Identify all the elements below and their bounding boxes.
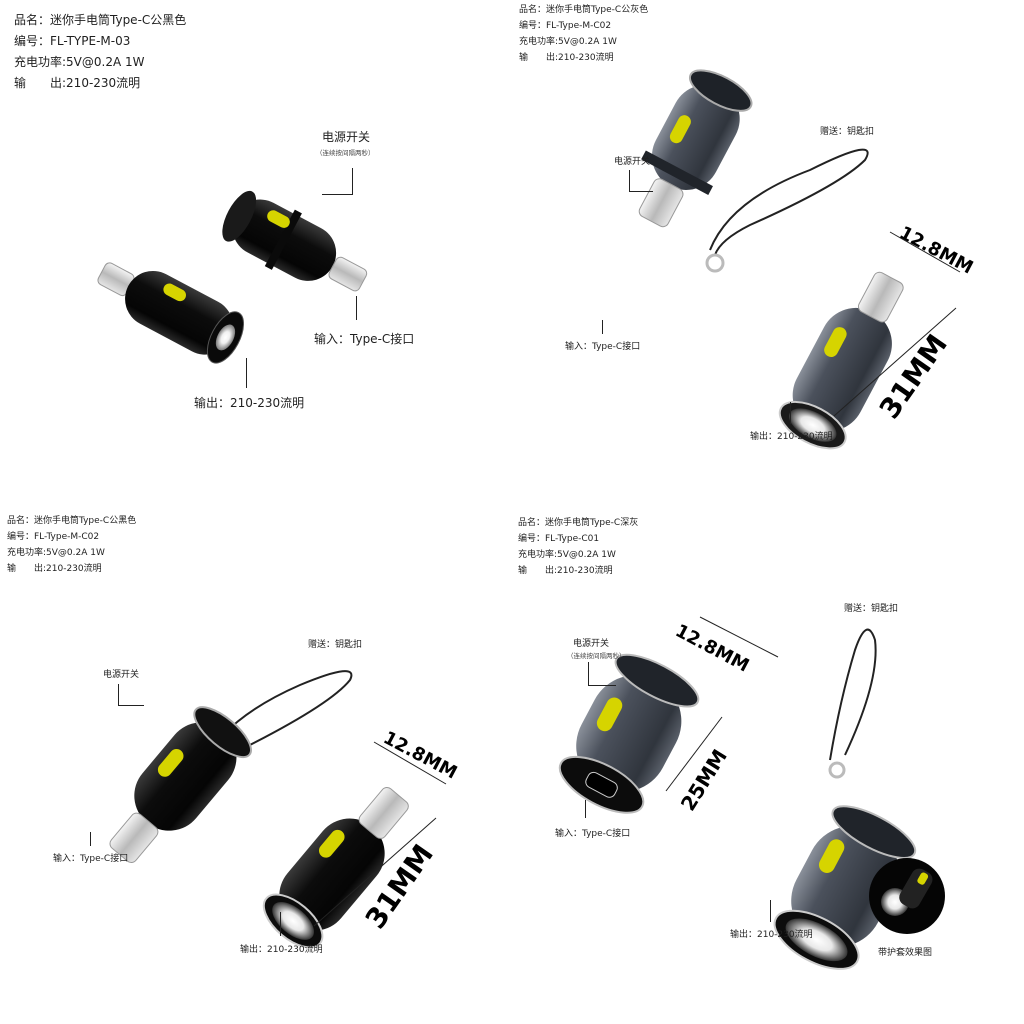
- spec-power: 充电功率:5V@0.2A 1W: [14, 55, 145, 69]
- spec-name: 品名：迷你手电筒Type-C公灰色: [519, 5, 649, 15]
- q1-output-label: 输出：210-230流明: [194, 396, 305, 410]
- q3-input-label: 输入：Type-C接口: [53, 854, 129, 864]
- q2-specs: 品名：迷你手电筒Type-C公灰色 编号：FL-Type-M-C02 充电功率:…: [519, 2, 648, 66]
- q1-product-image: [97, 190, 368, 364]
- q4-switch-label: 电源开关: [573, 639, 610, 649]
- q1-specs: 品名：迷你手电筒Type-C公黑色 编号：FL-TYPE-M-03 充电功率:5…: [14, 10, 186, 94]
- q4-specs: 品名：迷你手电筒Type-C深灰 编号：FL-Type-C01 充电功率:5V@…: [518, 515, 638, 579]
- spec-model: 编号：FL-Type-M-C02: [519, 21, 612, 31]
- q4-switch-note: （连续按间隔两秒）: [567, 652, 626, 660]
- spec-output: 输 出:210-230流明: [518, 566, 613, 576]
- spec-name: 品名：迷你手电筒Type-C公黑色: [14, 13, 187, 27]
- q4-product-image: [558, 628, 945, 970]
- q4-dimension-lines: [665, 616, 779, 792]
- q4-case-label: 带护套效果图: [878, 948, 933, 958]
- spec-power: 充电功率:5V@0.2A 1W: [519, 37, 617, 47]
- q4-input-label: 输入：Type-C接口: [555, 829, 631, 839]
- q3-gift-label: 赠送：钥匙扣: [308, 640, 363, 650]
- q3-specs: 品名：迷你手电筒Type-C公黑色 编号：FL-Type-M-C02 充电功率:…: [7, 513, 136, 577]
- q1-switch-note: （连续按间隔两秒）: [316, 149, 375, 157]
- q3-dimension-lines: [313, 741, 447, 927]
- q2-dimension-lines: [833, 231, 961, 417]
- spec-power: 充电功率:5V@0.2A 1W: [518, 550, 616, 560]
- q2-product-image: [638, 69, 904, 450]
- spec-name: 品名：迷你手电筒Type-C公黑色: [7, 516, 137, 526]
- q1-input-label: 输入：Type-C接口: [314, 332, 415, 346]
- spec-name: 品名：迷你手电筒Type-C深灰: [518, 518, 639, 528]
- q2-gift-label: 赠送：钥匙扣: [820, 127, 875, 137]
- q2-output-label: 输出：210-230流明: [750, 432, 833, 442]
- spec-model: 编号：FL-Type-M-C02: [7, 532, 100, 542]
- q1-switch-label: 电源开关: [322, 130, 371, 144]
- spec-output: 输 出:210-230流明: [14, 76, 141, 90]
- q3-product-image: [109, 670, 409, 949]
- q4-output-label: 输出：210-230流明: [730, 930, 813, 940]
- q3-output-label: 输出：210-230流明: [240, 945, 323, 955]
- spec-power: 充电功率:5V@0.2A 1W: [7, 548, 105, 558]
- q2-input-label: 输入：Type-C接口: [565, 342, 641, 352]
- spec-output: 输 出:210-230流明: [7, 564, 102, 574]
- q4-gift-label: 赠送：钥匙扣: [844, 604, 899, 614]
- spec-output: 输 出:210-230流明: [519, 53, 614, 63]
- q3-switch-label: 电源开关: [103, 670, 140, 680]
- spec-model: 编号：FL-TYPE-M-03: [14, 34, 131, 48]
- q2-switch-label: 电源开关: [614, 157, 651, 167]
- spec-model: 编号：FL-Type-C01: [518, 534, 600, 544]
